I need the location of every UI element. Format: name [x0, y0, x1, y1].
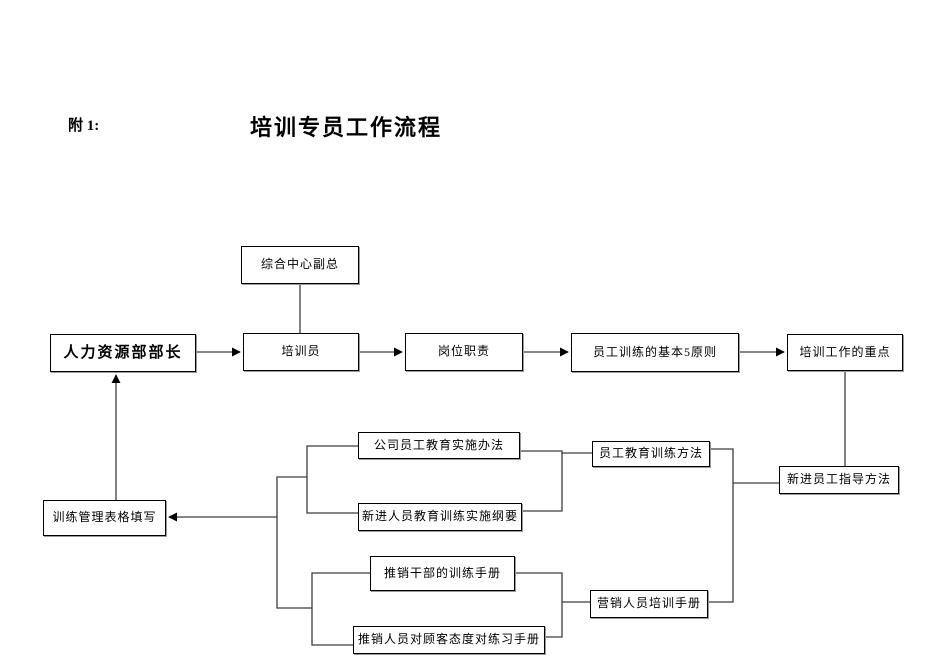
node-training-work-focus: 培训工作的重点	[787, 334, 903, 371]
node-job-duties: 岗位职责	[405, 333, 523, 371]
node-center-vice-president: 综合中心副总	[241, 246, 359, 284]
node-sales-cadre-manual: 推销干部的训练手册	[370, 556, 515, 591]
page-title: 培训专员工作流程	[250, 116, 443, 141]
node-sales-attitude-manual: 推销人员对顾客态度对练习手册	[353, 626, 545, 654]
node-education-training-methods: 员工教育训练方法	[592, 441, 710, 467]
node-training-form-filling: 训练管理表格填写	[43, 500, 166, 536]
node-new-employee-guidance: 新进员工指导方法	[779, 466, 899, 494]
node-five-basic-principles: 员工训练的基本5原则	[571, 333, 739, 372]
node-new-staff-training-outline: 新进人员教育训练实施纲要	[358, 503, 522, 531]
node-trainer: 培训员	[243, 333, 359, 371]
node-hr-department-director: 人力资源部部长	[50, 334, 196, 372]
attachment-label: 附 1:	[68, 118, 100, 134]
node-company-education-measures: 公司员工教育实施办法	[358, 432, 520, 459]
node-marketing-training-manual: 营销人员培训手册	[590, 590, 708, 618]
